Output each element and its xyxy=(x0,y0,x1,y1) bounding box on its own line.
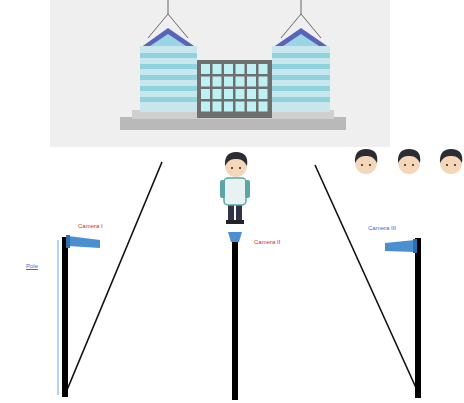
camera-label: Camera II xyxy=(254,239,280,246)
window xyxy=(247,77,256,87)
window xyxy=(201,102,210,112)
tower xyxy=(272,28,330,112)
camera-symbol xyxy=(385,240,415,252)
window xyxy=(224,77,233,87)
dimension-line xyxy=(57,240,59,395)
window xyxy=(259,89,268,99)
camera-symbol xyxy=(68,236,100,248)
window xyxy=(201,64,210,74)
view-line xyxy=(67,162,162,390)
window xyxy=(247,64,256,74)
building-block xyxy=(197,60,272,118)
window xyxy=(224,102,233,112)
window xyxy=(213,102,222,112)
window xyxy=(224,64,233,74)
camera-symbol xyxy=(228,232,242,242)
person xyxy=(220,152,250,224)
window xyxy=(247,89,256,99)
window xyxy=(236,102,245,112)
pole-label: Pole xyxy=(26,263,38,270)
window-grid xyxy=(201,64,268,112)
camera-symbol xyxy=(413,239,417,253)
building-backdrop xyxy=(50,0,390,147)
pole xyxy=(232,240,238,400)
window xyxy=(259,102,268,112)
window xyxy=(201,89,210,99)
window xyxy=(236,77,245,87)
head xyxy=(440,149,462,174)
window xyxy=(201,77,210,87)
window xyxy=(236,64,245,74)
tower xyxy=(140,28,197,112)
head xyxy=(355,149,377,174)
window xyxy=(213,89,222,99)
camera-label: Camera I xyxy=(78,223,103,230)
camera-label: Camera III xyxy=(368,225,396,232)
camera-symbol xyxy=(66,235,70,248)
window xyxy=(213,64,222,74)
pole xyxy=(62,237,68,397)
window xyxy=(259,64,268,74)
pole xyxy=(415,238,421,398)
view-line xyxy=(315,165,417,390)
window xyxy=(224,89,233,99)
window xyxy=(259,77,268,87)
window xyxy=(213,77,222,87)
window xyxy=(247,102,256,112)
head xyxy=(398,149,420,174)
window xyxy=(236,89,245,99)
